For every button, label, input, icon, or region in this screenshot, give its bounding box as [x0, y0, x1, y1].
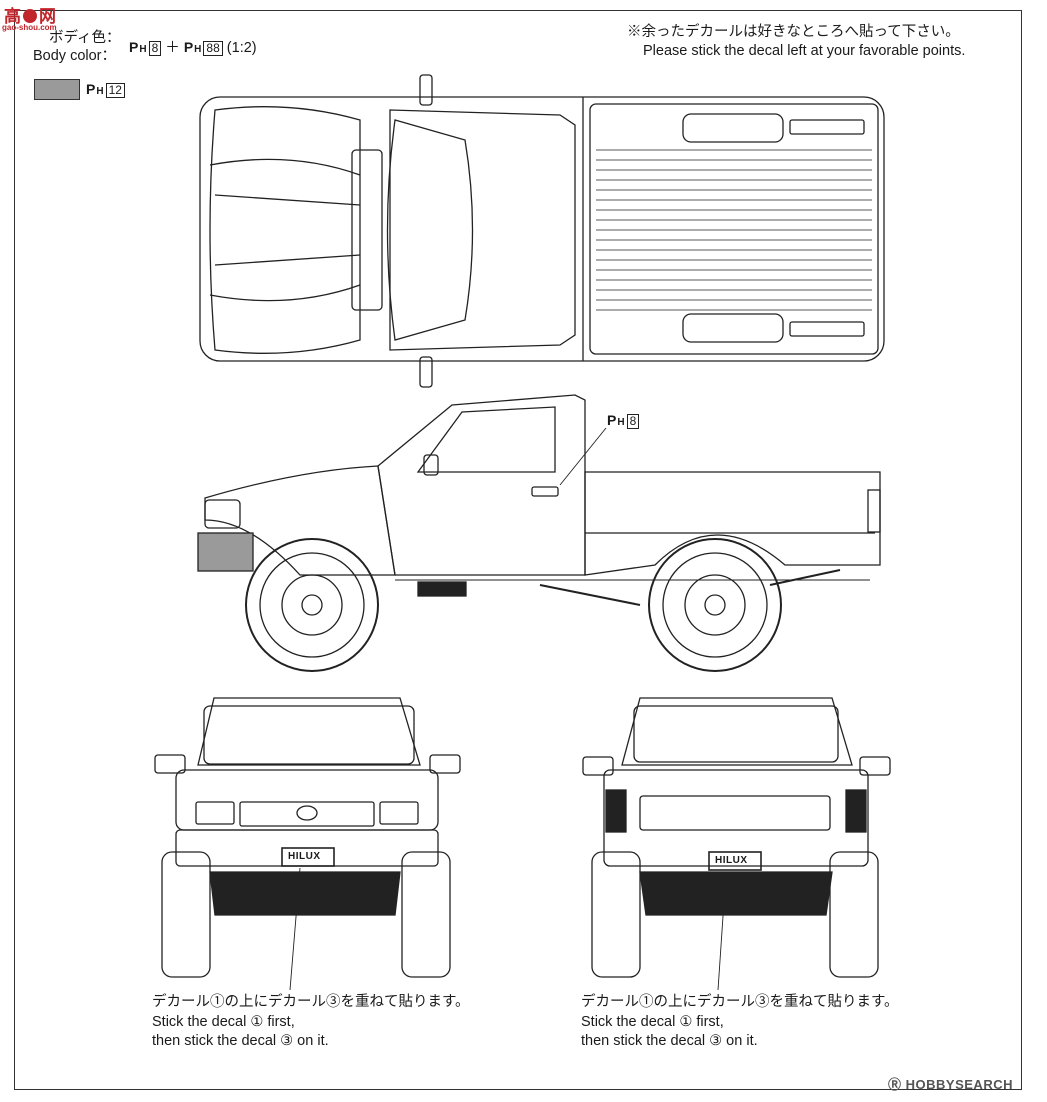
logo-emblem-icon: [23, 9, 37, 23]
rear-instruction-en-1: Stick the decal ① first,: [581, 1014, 724, 1030]
rear-instruction-jp: デカール①の上にデカール③を重ねて貼ります。: [581, 994, 899, 1010]
site-url: gao-shou.com: [2, 23, 57, 32]
hobbysearch-watermark: Ⓡ HOBBYSEARCH: [888, 1074, 1013, 1093]
front-instruction-jp: デカール①の上にデカール③を重ねて貼ります。: [152, 994, 470, 1010]
rear-instruction-en-2: then stick the decal ③ on it.: [581, 1033, 758, 1049]
note-top-en: Please stick the decal left at your favo…: [643, 43, 966, 59]
rear-plate: HILUX: [715, 855, 748, 866]
note-top-jp: ※余ったデカールは好きなところへ貼って下さい。: [627, 24, 960, 40]
accent-color-swatch: [34, 79, 80, 100]
front-instruction-en-2: then stick the decal ③ on it.: [152, 1033, 329, 1049]
watermark-brand: HOBBY: [905, 1077, 956, 1092]
rear-wheel: [648, 538, 782, 672]
body-color-label-jp: ボディ色：: [49, 30, 121, 46]
logo-glyph-1: 高: [4, 7, 21, 26]
sheet-frame: [14, 10, 1022, 1090]
watermark-suffix: SEARCH: [955, 1077, 1013, 1092]
plus-sign: ＋: [165, 40, 180, 56]
bed-ribs: [596, 149, 872, 311]
mix-ratio: (1:2): [226, 40, 257, 56]
front-wheel: [245, 538, 379, 672]
front-instruction-en-1: Stick the decal ① first,: [152, 1014, 295, 1030]
registered-icon: Ⓡ: [888, 1077, 902, 1092]
site-logo: 高网: [4, 2, 56, 27]
front-plate: HILUX: [288, 851, 321, 862]
logo-glyph-2: 网: [39, 7, 56, 26]
body-color-label-en: Body color：: [33, 48, 117, 64]
